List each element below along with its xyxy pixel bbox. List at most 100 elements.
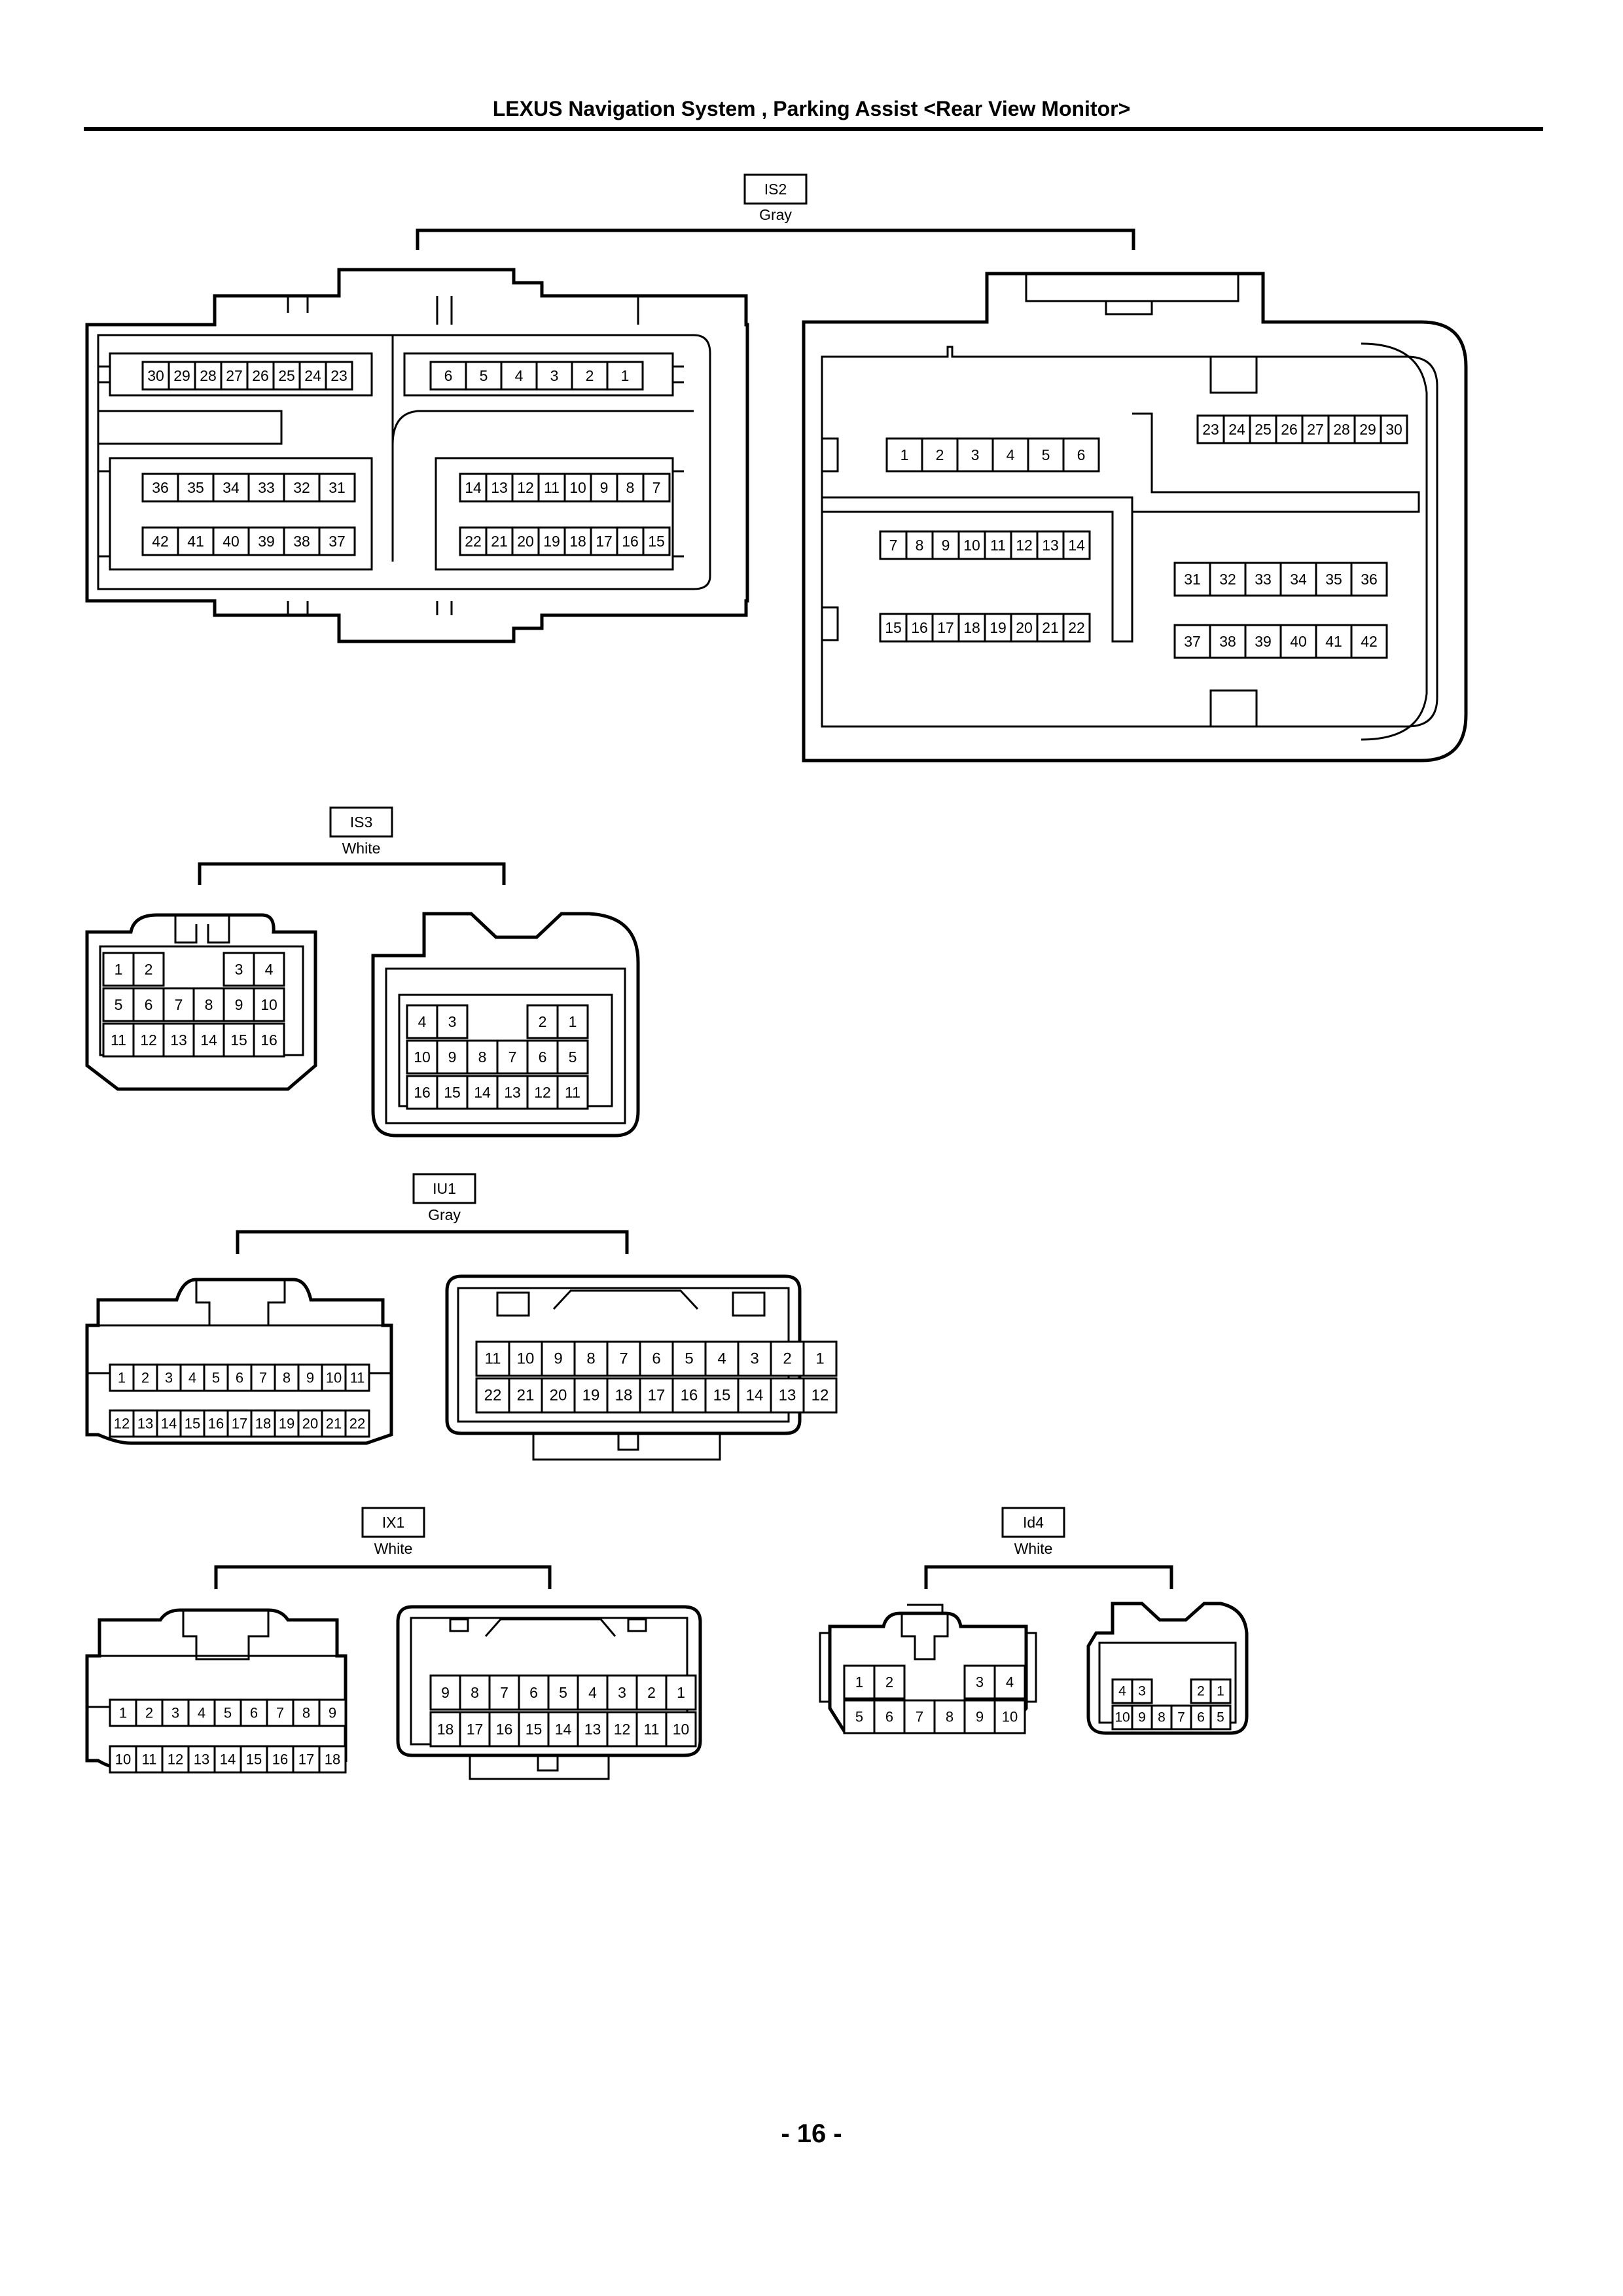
pin-cell — [429, 1711, 461, 1748]
pin-IX1-16: 16 — [266, 1745, 294, 1774]
pin-IS2-28: 28 — [194, 361, 223, 391]
pin-number: 8 — [283, 1370, 291, 1386]
pin-IS2-34: 34 — [1279, 562, 1317, 597]
pin-number: 1 — [1217, 1684, 1224, 1699]
pin-number: 10 — [414, 1049, 431, 1066]
pin-number: 11 — [111, 1031, 126, 1049]
pin-number: 5 — [559, 1684, 567, 1701]
pin-cell — [984, 530, 1012, 560]
pin-cell — [606, 361, 644, 391]
pin-cell — [459, 473, 488, 503]
pin-IS3-1: 1 — [102, 952, 135, 987]
connector-code: Id4 — [1023, 1514, 1044, 1531]
pin-IS2-24: 24 — [298, 361, 327, 391]
pin-cell — [132, 1022, 165, 1058]
pin-number: 3 — [550, 367, 559, 384]
pin-IS2-15: 15 — [642, 526, 671, 556]
pin-number: 19 — [543, 533, 560, 550]
pin-number: 11 — [644, 1721, 660, 1738]
pin-IX1-6: 6 — [240, 1698, 268, 1727]
connector-code: IS2 — [764, 181, 787, 198]
pin-number: 7 — [619, 1350, 628, 1368]
pin-number: 7 — [889, 537, 898, 554]
pin-number: 1 — [901, 446, 909, 463]
pin-number: 3 — [171, 1705, 179, 1721]
pin-IU1-11: 11 — [344, 1363, 370, 1392]
pin-number: 6 — [652, 1350, 660, 1368]
pin-number: 14 — [200, 1031, 217, 1049]
pin-cell — [843, 1664, 876, 1700]
connector-Id4-view-left — [819, 1604, 1037, 1733]
pin-number: 2 — [539, 1013, 547, 1030]
pin-number: 17 — [232, 1416, 247, 1432]
pin-IS2-10: 10 — [563, 473, 592, 503]
connector-code: IU1 — [433, 1180, 456, 1197]
pin-cell — [1350, 562, 1388, 597]
pin-IU1-1: 1 — [802, 1340, 838, 1377]
pin-number: 14 — [465, 479, 482, 496]
pin-number: 16 — [496, 1721, 513, 1738]
pin-IS3-10: 10 — [406, 1039, 438, 1075]
pin-IS2-26: 26 — [1275, 414, 1304, 444]
pin-cell — [885, 437, 923, 473]
pin-IX1-6: 6 — [518, 1674, 550, 1711]
pin-cell — [639, 1340, 674, 1377]
pin-cell — [135, 1745, 164, 1774]
pin-number: 5 — [855, 1709, 863, 1725]
pin-cell — [511, 473, 540, 503]
pin-Id4-3: 3 — [963, 1664, 996, 1700]
pin-IS2-35: 35 — [1315, 562, 1353, 597]
pin-number: 9 — [554, 1350, 562, 1368]
pin-IS2-10: 10 — [957, 530, 986, 560]
pin-number: 4 — [717, 1350, 726, 1368]
pin-number: 3 — [448, 1013, 457, 1030]
pin-cell — [905, 530, 934, 560]
pin-IS2-9: 9 — [590, 473, 618, 503]
pin-IU1-3: 3 — [737, 1340, 772, 1377]
pin-Id4-2: 2 — [873, 1664, 906, 1700]
pin-cell — [132, 1409, 158, 1438]
pin-number: 9 — [441, 1684, 450, 1701]
pin-number: 23 — [330, 367, 348, 384]
pin-cell — [220, 361, 249, 391]
pin-IS2-39: 39 — [247, 526, 285, 556]
pin-cell — [737, 1340, 772, 1377]
pin-IS3-14: 14 — [192, 1022, 225, 1058]
pin-IX1-4: 4 — [577, 1674, 609, 1711]
pin-IS2-22: 22 — [459, 526, 488, 556]
pin-cell — [957, 613, 986, 643]
pin-number: 15 — [526, 1721, 543, 1738]
pin-number: 1 — [621, 367, 630, 384]
pin-number: 4 — [515, 367, 524, 384]
pin-IU1-20: 20 — [297, 1409, 323, 1438]
connector-code-box — [361, 1507, 425, 1538]
pin-number: 19 — [990, 619, 1007, 636]
pin-IS2-19: 19 — [984, 613, 1012, 643]
pin-Id4-10: 10 — [993, 1699, 1026, 1734]
pin-IU1-9: 9 — [297, 1363, 323, 1392]
pin-number: 2 — [1197, 1684, 1205, 1699]
pin-IS3-7: 7 — [496, 1039, 529, 1075]
pin-number: 8 — [916, 537, 924, 554]
pin-cell — [1315, 624, 1353, 659]
pin-IS3-12: 12 — [526, 1075, 559, 1110]
connector-bracket — [416, 228, 1135, 250]
pin-cell — [102, 952, 135, 987]
pin-cell — [213, 1698, 242, 1727]
pin-cell — [1027, 437, 1065, 473]
connector-code-box — [412, 1173, 476, 1204]
pin-number: 10 — [569, 479, 586, 496]
pin-number: 27 — [1307, 421, 1324, 438]
pin-number: 17 — [596, 533, 613, 550]
pin-number: 22 — [484, 1387, 502, 1405]
pin-number: 21 — [517, 1387, 535, 1405]
connector-code-box — [1001, 1507, 1065, 1538]
connector-IX1-view-left — [85, 1608, 348, 1770]
pin-number: 15 — [648, 533, 665, 550]
pin-IS2-24: 24 — [1222, 414, 1251, 444]
pin-cell — [459, 526, 488, 556]
pin-IU1-20: 20 — [541, 1377, 576, 1414]
pin-number: 4 — [588, 1684, 597, 1701]
pin-cell — [132, 952, 165, 987]
pin-number: 3 — [750, 1350, 758, 1368]
